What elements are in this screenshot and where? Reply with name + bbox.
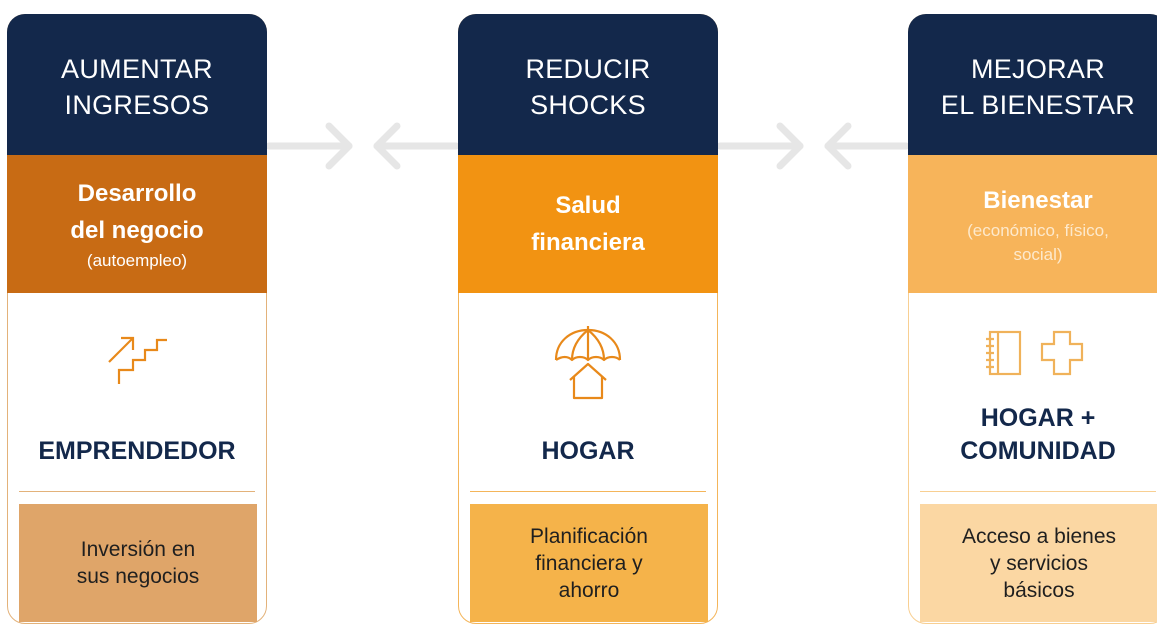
band-title-line-2: del negocio (70, 217, 204, 244)
outcome-line-3: básicos (1003, 578, 1075, 602)
band-title-line-1: Bienestar (983, 186, 1093, 214)
actor-label: HOGAR + COMUNIDAD (908, 402, 1157, 468)
outcome-line-1: Acceso a bienes (961, 524, 1117, 548)
actor-label: HOGAR (458, 435, 718, 468)
band-title-line-1: Salud (555, 192, 621, 219)
arrow-connector-2-3 (718, 122, 908, 170)
divider (470, 491, 706, 492)
arrow-connector-1-2 (267, 122, 458, 170)
band-title-line-2: financiera (531, 229, 645, 256)
header-line-2: SHOCKS (530, 89, 646, 120)
stairs-arrow-icon (7, 314, 267, 424)
outcome-line-1: Planificación (530, 524, 648, 548)
header-line-1: MEJORAR (970, 53, 1106, 84)
outcome-box: Planificación financiera y ahorro (470, 504, 708, 622)
header-line-2: EL BIENESTAR (940, 89, 1136, 120)
outcome-line-2: financiera y (535, 551, 643, 575)
outcome-box: Acceso a bienes y servicios básicos (920, 504, 1157, 622)
band-subtitle: (autoempleo) (86, 251, 188, 270)
actor-label-line-1: EMPRENDEDOR (38, 437, 236, 465)
outcome-line-2: sus negocios (76, 565, 200, 588)
category-band: Bienestar (económico, físico, social) (908, 155, 1157, 293)
band-subtitle-line-1: (económico, físico, (967, 220, 1109, 240)
column-mejorar-bienestar: MEJORAR EL BIENESTAR Bienestar (económic… (908, 14, 1157, 626)
actor-label-line-1: HOGAR + (980, 404, 1096, 432)
outcome-line-3: ahorro (558, 578, 620, 602)
outcome-line-1: Inversión en (80, 538, 196, 561)
actor-label-line-2: COMUNIDAD (960, 437, 1116, 465)
column-aumentar-ingresos: AUMENTAR INGRESOS Desarrollo del negocio… (7, 14, 267, 626)
divider (19, 491, 255, 492)
divider (920, 491, 1156, 492)
header-line-1: AUMENTAR (61, 53, 213, 84)
category-band: Desarrollo del negocio (autoempleo) (7, 155, 267, 293)
outcome-box: Inversión en sus negocios (19, 504, 257, 622)
header-line-1: REDUCIR (525, 53, 651, 84)
umbrella-house-icon (458, 314, 718, 424)
column-header: REDUCIR SHOCKS (458, 14, 718, 155)
band-title-line-1: Desarrollo (77, 180, 197, 207)
header-line-2: INGRESOS (64, 89, 210, 120)
actor-label: EMPRENDEDOR (7, 435, 267, 468)
column-reducir-shocks: REDUCIR SHOCKS Salud financiera HOGAR Pl… (458, 14, 718, 626)
band-subtitle-line-2: social) (1013, 244, 1063, 264)
category-band: Salud financiera (458, 155, 718, 293)
column-header: AUMENTAR INGRESOS (7, 14, 267, 155)
actor-label-line-1: HOGAR (541, 437, 635, 465)
notebook-and-health-cross-icon (908, 326, 1157, 396)
outcome-line-2: y servicios (989, 551, 1088, 575)
column-header: MEJORAR EL BIENESTAR (908, 14, 1157, 155)
